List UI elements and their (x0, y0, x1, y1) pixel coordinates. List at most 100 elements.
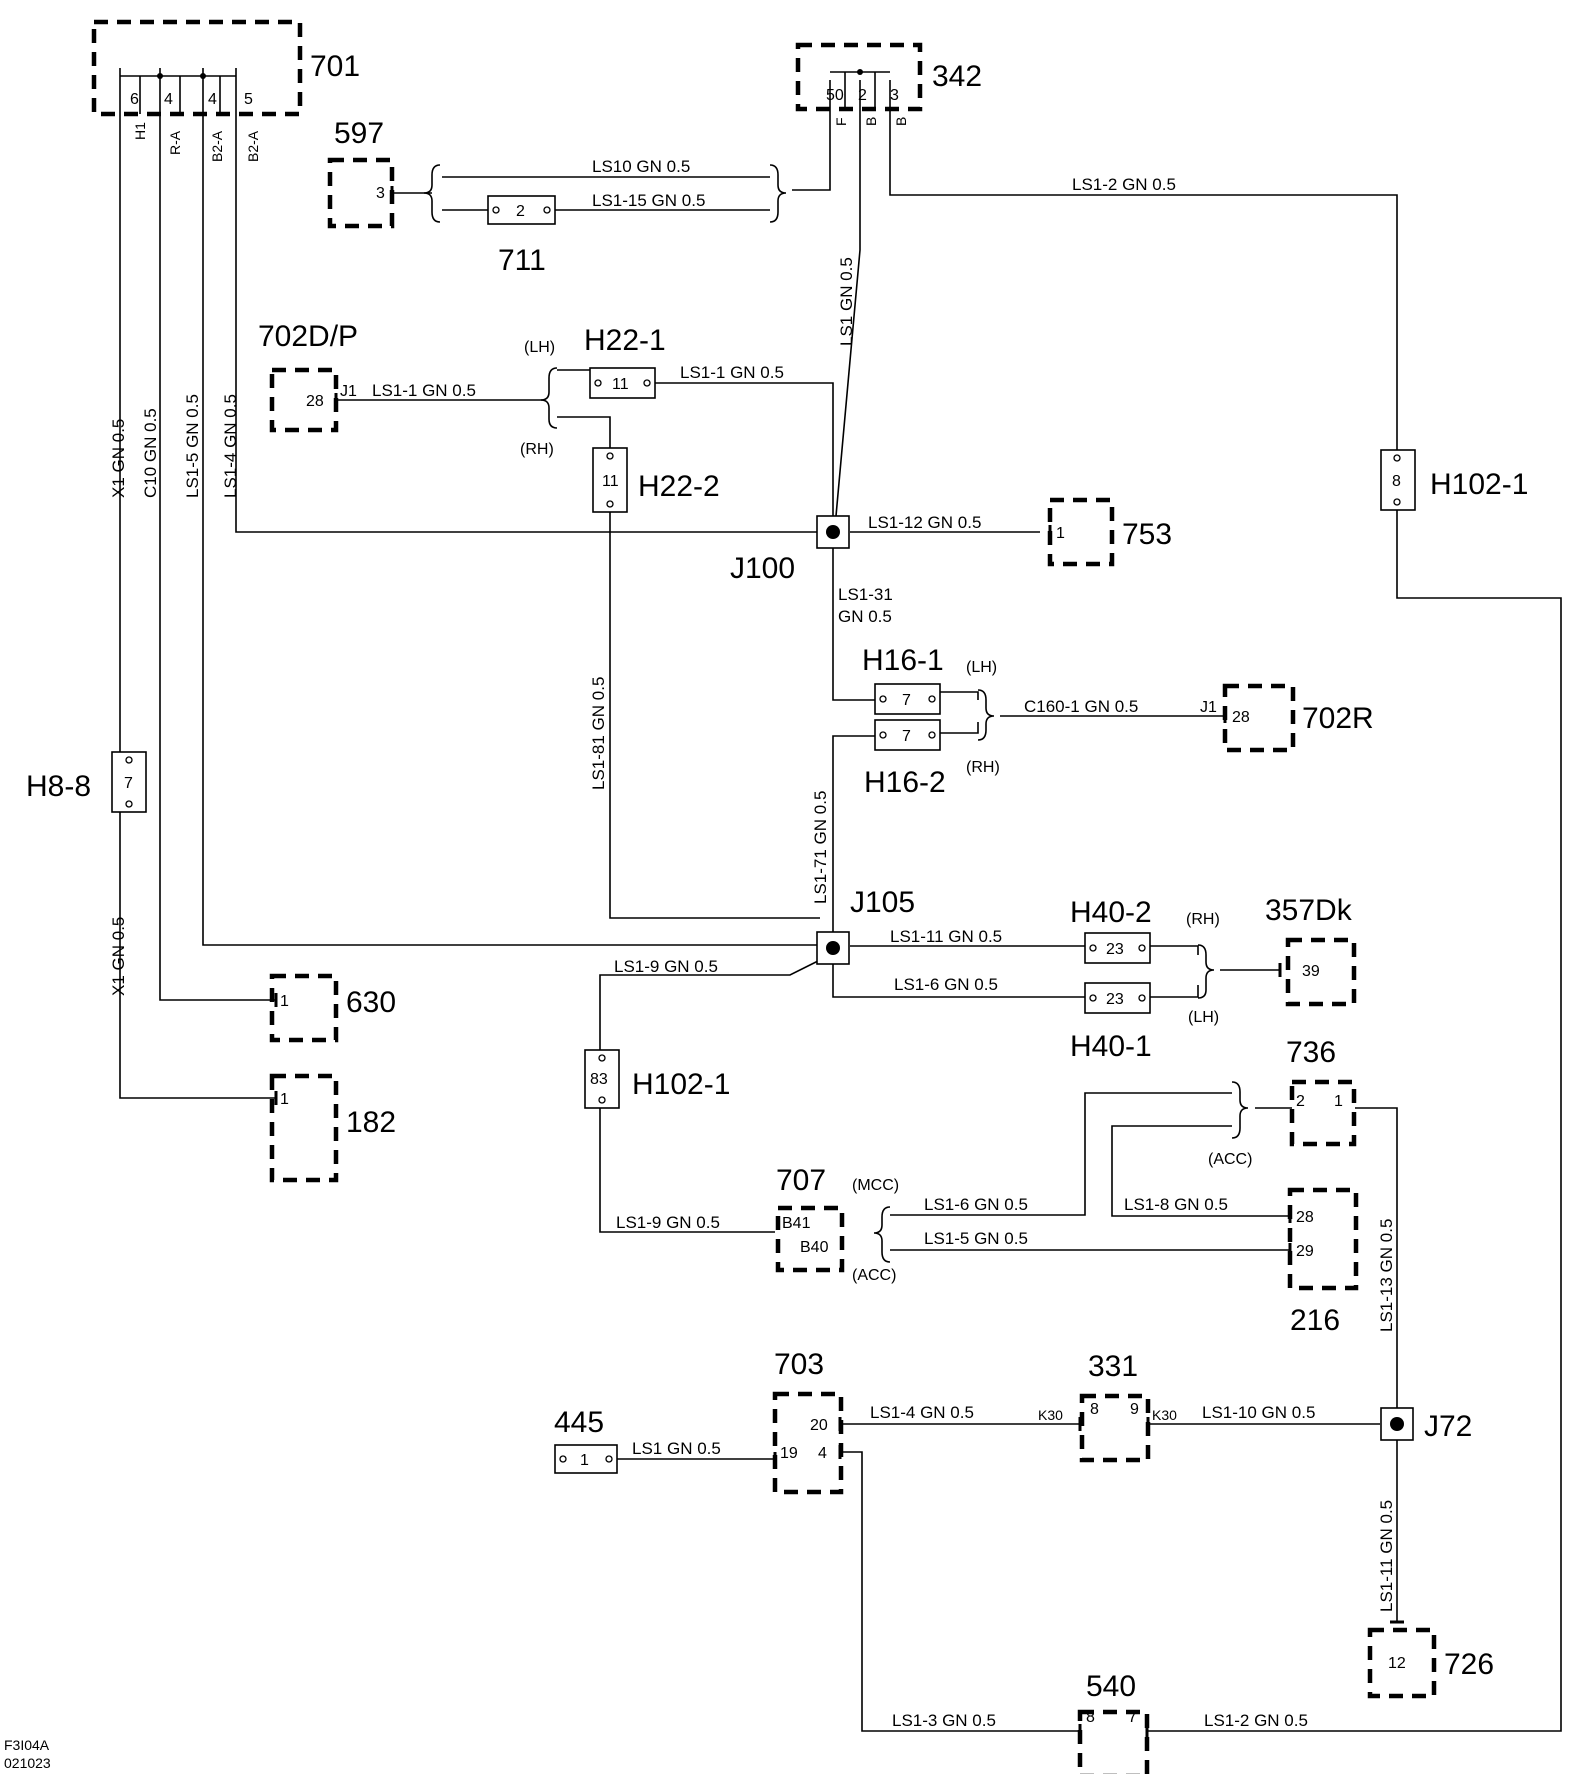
wire-ls1-1-left: LS1-1 GN 0.5 (372, 381, 476, 400)
label-597: 597 (334, 117, 384, 150)
wire-c160: C160-1 GN 0.5 (1024, 697, 1138, 716)
label-726: 726 (1444, 1648, 1494, 1681)
wire-ls1-12: LS1-12 GN 0.5 (868, 513, 981, 532)
label-357dk: 357Dk (1265, 894, 1353, 927)
label-j72: J72 (1424, 1410, 1472, 1443)
label-j100: J100 (730, 552, 795, 585)
connector-labels: H22-1 H22-2 H102-1 H16-1 H16-2 H8-8 H40-… (26, 324, 1528, 1443)
pin-h40-1: 23 (1106, 991, 1124, 1008)
braces (423, 164, 1249, 1263)
label-h22-2: H22-2 (638, 470, 720, 503)
junction-boxes (816, 515, 1414, 1441)
wire-ls1-13: LS1-13 GN 0.5 (1377, 1219, 1396, 1332)
wire-ls1-445: LS1 GN 0.5 (632, 1439, 721, 1458)
pin-labels: 6 4 4 5 H1 R-A B2-A B2-A 50 2 3 F B B 3 … (124, 87, 1406, 1726)
label-701: 701 (310, 50, 360, 83)
variant-labels: (LH) (RH) (LH) (RH) (RH) (LH) (ACC) (MCC… (520, 339, 1252, 1284)
wire-ls1-5-v: LS1-5 GN 0.5 (183, 394, 202, 498)
pin-753: 1 (1056, 525, 1065, 542)
label-h22-1: H22-1 (584, 324, 666, 357)
wire-ls1-15: LS1-15 GN 0.5 (592, 191, 705, 210)
wire-ls1-4-v: LS1-4 GN 0.5 (221, 394, 240, 498)
wire-ls10: LS10 GN 0.5 (592, 157, 690, 176)
sig-342-b1: B (863, 117, 879, 126)
component-labels: 701 342 597 711 702D/P 753 702R 357Dk 63… (258, 50, 1494, 1703)
variant-lh-h40: (LH) (1188, 1009, 1219, 1026)
wire-ls1-9-bot: LS1-9 GN 0.5 (616, 1213, 720, 1232)
wire-ls1-31-b: GN 0.5 (838, 607, 892, 626)
wire-ls1-3: LS1-3 GN 0.5 (892, 1711, 996, 1730)
wire-ls1-11-h: LS1-11 GN 0.5 (890, 927, 1002, 946)
pin-182: 1 (280, 1091, 289, 1108)
sig-701-h1: H1 (132, 122, 148, 140)
wire-ls1-v: LS1 GN 0.5 (837, 257, 856, 346)
wire-x1-bot: X1 GN 0.5 (109, 917, 128, 996)
wire-x1-top: X1 GN 0.5 (109, 419, 128, 498)
variant-lh-h22: (LH) (524, 339, 555, 356)
wire-ls1-4-h: LS1-4 GN 0.5 (870, 1403, 974, 1422)
pin-357dk: 39 (1302, 963, 1320, 980)
pin-701-6: 6 (130, 91, 139, 108)
wire-ls1-2-bot: LS1-2 GN 0.5 (1204, 1711, 1308, 1730)
variant-acc-736: (ACC) (1208, 1151, 1252, 1168)
wire-ls1-31-a: LS1-31 (838, 585, 893, 604)
label-182: 182 (346, 1106, 396, 1139)
pin-h102-mid: 83 (590, 1071, 608, 1088)
pin-702dp: 28 (306, 393, 324, 410)
label-h8-8: H8-8 (26, 770, 91, 803)
variant-rh-h22: (RH) (520, 441, 554, 458)
wire-ls1-6-h: LS1-6 GN 0.5 (894, 975, 998, 994)
wire-ls1-2-top: LS1-2 GN 0.5 (1072, 175, 1176, 194)
pin-342-2: 2 (858, 87, 867, 104)
variant-rh-h40: (RH) (1186, 911, 1220, 928)
label-702r: 702R (1302, 702, 1374, 735)
pin-701-4a: 4 (164, 91, 173, 108)
pin-331-8: 8 (1090, 1401, 1099, 1418)
pin-707-b40: B40 (800, 1239, 829, 1256)
label-703: 703 (774, 1348, 824, 1381)
label-h40-2: H40-2 (1070, 896, 1152, 929)
pin-702r: 28 (1232, 709, 1250, 726)
pin-703-20: 20 (810, 1417, 828, 1434)
sig-701-ra: R-A (167, 130, 183, 155)
wire-ls1-1-right: LS1-1 GN 0.5 (680, 363, 784, 382)
label-753: 753 (1122, 518, 1172, 551)
wires (119, 68, 1562, 1732)
label-736: 736 (1286, 1036, 1336, 1069)
pin-540-7: 7 (1128, 1709, 1137, 1726)
pin-630: 1 (280, 993, 289, 1010)
pin-703-4: 4 (818, 1445, 827, 1462)
pin-h16-2: 7 (902, 728, 911, 745)
pin-736-2: 2 (1296, 1093, 1305, 1110)
pin-h40-2: 23 (1106, 941, 1124, 958)
pin-partitions (120, 69, 890, 114)
wire-labels: X1 GN 0.5 C10 GN 0.5 LS1-5 GN 0.5 LS1-4 … (109, 157, 1396, 1730)
label-711: 711 (498, 244, 546, 277)
label-540: 540 (1086, 1670, 1136, 1703)
sig-342-f: F (833, 117, 849, 126)
terminal-ticks (274, 186, 1404, 1738)
pin-701-5: 5 (244, 91, 253, 108)
pin-h22-1: 11 (612, 376, 629, 393)
wire-ls1-9-top: LS1-9 GN 0.5 (614, 957, 718, 976)
variant-mcc-707: (MCC) (852, 1177, 899, 1194)
components (91, 19, 1437, 1774)
pin-216-29: 29 (1296, 1243, 1314, 1260)
pin-703-19: 19 (780, 1445, 798, 1462)
pin-342-3: 3 (890, 87, 899, 104)
variant-acc-707: (ACC) (852, 1267, 896, 1284)
label-216: 216 (1290, 1304, 1340, 1337)
pin-701-4b: 4 (208, 91, 217, 108)
pin-702dp-j1: J1 (340, 383, 357, 400)
label-h16-2: H16-2 (864, 766, 946, 799)
wire-ls1-81: LS1-81 GN 0.5 (589, 677, 608, 790)
sig-701-b2a-1: B2-A (209, 130, 225, 162)
footer: F3I04A 021023 (4, 1737, 51, 1771)
pin-726: 12 (1388, 1655, 1406, 1672)
wire-ls1-11-v: LS1-11 GN 0.5 (1377, 1500, 1396, 1612)
label-h102-1-right: H102-1 (1430, 468, 1528, 501)
sig-701-b2a-2: B2-A (245, 130, 261, 162)
wire-ls1-10-h: LS1-10 GN 0.5 (1202, 1403, 1315, 1422)
pin-h16-1: 7 (902, 692, 911, 709)
